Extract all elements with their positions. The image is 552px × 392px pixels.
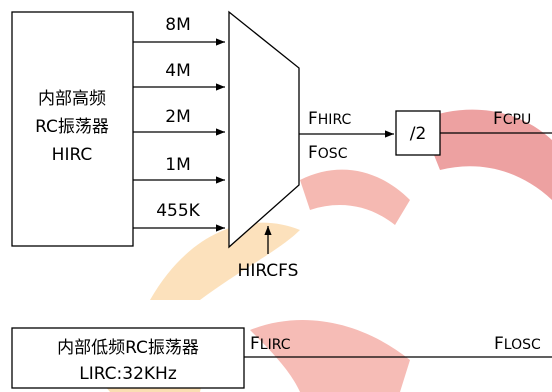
flirc-label: FLIRC [250, 334, 291, 354]
freq-label-2m: 2M [165, 107, 190, 127]
freq-label-4m: 4M [165, 61, 190, 81]
lirc-oscillator-block [11, 327, 245, 389]
mux-select-label: HIRCFS [238, 261, 299, 281]
frequency-multiplexer [228, 10, 300, 249]
hirc-oscillator-block [11, 11, 134, 247]
flosc-label: FLOSC [494, 334, 541, 354]
freq-label-1m: 1M [165, 155, 190, 175]
lirc-block-line1: 内部低频RC振荡器 [57, 338, 199, 358]
freq-label-455k: 455K [156, 201, 200, 221]
fhirc-label: FHIRC [308, 109, 351, 129]
hirc-block-line2: RC振荡器 [35, 117, 109, 137]
frequency-lines [133, 38, 225, 232]
hirc-block-line1: 内部高频 [38, 89, 106, 109]
lirc-block-line2: LIRC:32KHz [79, 364, 177, 384]
freq-label-8m: 8M [165, 15, 190, 35]
fcpu-label: FCPU [493, 109, 531, 129]
hirc-block-line3: HIRC [52, 145, 93, 165]
divider-block [395, 110, 441, 156]
fosc-label: FOSC [308, 143, 348, 163]
divider-label: /2 [410, 124, 427, 144]
